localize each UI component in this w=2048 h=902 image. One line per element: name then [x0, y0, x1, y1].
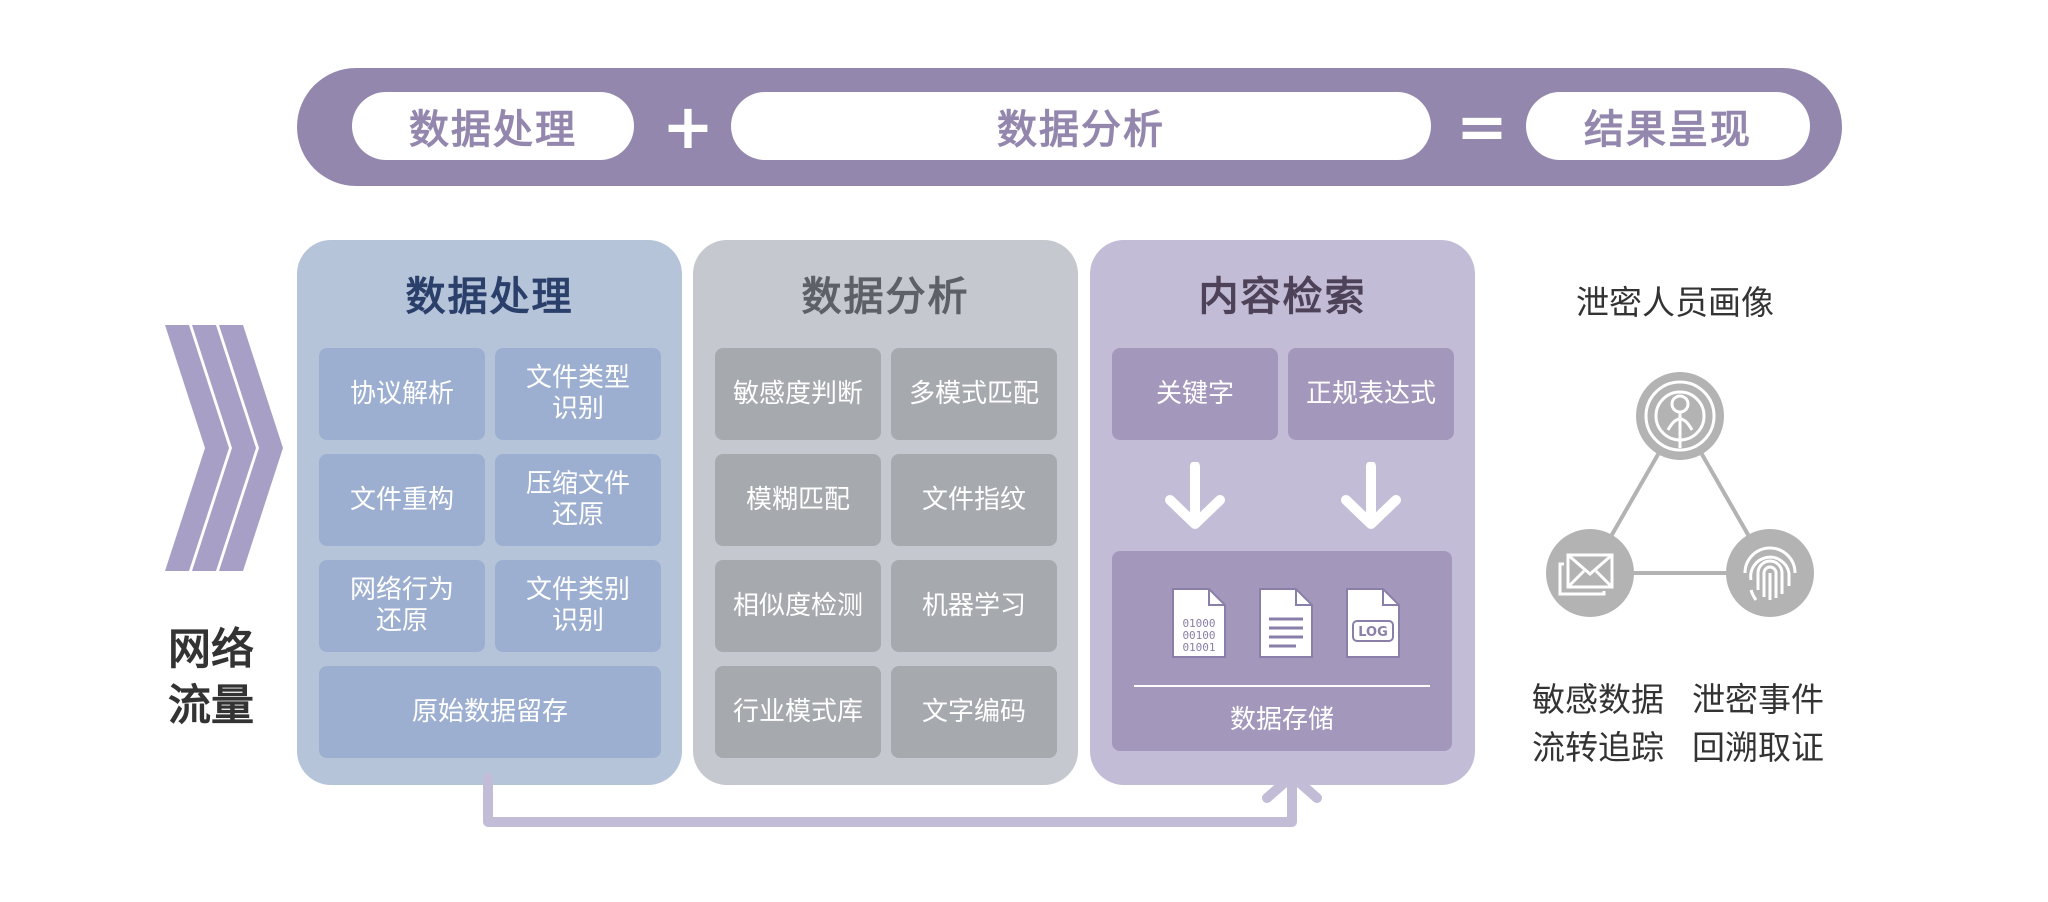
binary-line-2: 00100 — [1182, 629, 1215, 642]
log-text: LOG — [1358, 625, 1388, 640]
sensitive-data-line1: 敏感数据 — [1532, 680, 1664, 719]
data-storage-box: 01000 00100 01001 LOG 数据存储 — [1112, 551, 1452, 751]
log-file-icon: LOG — [1346, 588, 1400, 658]
leaker-portrait-title: 泄密人员画像 — [1576, 283, 1774, 322]
formula-analysis: 数据分析 — [731, 92, 1431, 160]
panel-title-processing: 数据处理 — [405, 274, 574, 320]
portrait-triangle-diagram — [1546, 372, 1814, 617]
email-icon — [1546, 529, 1634, 617]
leak-incident-line2: 回溯取证 — [1692, 728, 1824, 767]
formula-bar: 数据处理 + 数据分析 = 结果呈现 — [297, 68, 1842, 186]
cell-file-fingerprint: 文件指纹 — [891, 454, 1057, 546]
document-file-icon — [1259, 588, 1313, 658]
cell-sensitivity-judgement: 敏感度判断 — [715, 348, 881, 440]
cell-keyword: 关键字 — [1112, 348, 1278, 440]
plus-sign: + — [662, 89, 714, 163]
storage-divider — [1134, 685, 1430, 687]
cell-file-type-recognition: 文件类型识别 — [495, 348, 661, 440]
network-traffic-line2: 流量 — [168, 681, 254, 731]
target-user-icon — [1636, 372, 1724, 460]
panel-data-processing: 数据处理 协议解析 文件类型识别 文件重构 压缩文件还原 网络行为还原 文件类别… — [297, 240, 682, 785]
cell-multi-pattern-matching: 多模式匹配 — [891, 348, 1057, 440]
network-traffic-label: 网络 流量 — [168, 622, 268, 734]
cell-regular-expression: 正规表达式 — [1288, 348, 1454, 440]
cell-network-behavior-restore: 网络行为还原 — [319, 560, 485, 652]
cell-industry-pattern-library: 行业模式库 — [715, 666, 881, 758]
binary-line-3: 01001 — [1182, 641, 1215, 654]
fingerprint-icon — [1726, 529, 1814, 617]
feedback-arrow — [483, 771, 1322, 827]
binary-line-1: 01000 — [1182, 617, 1215, 630]
cell-compressed-file-restore: 压缩文件还原 — [495, 454, 661, 546]
equals-sign: = — [1456, 89, 1508, 163]
binary-file-icon: 01000 00100 01001 — [1172, 588, 1226, 658]
data-storage-label: 数据存储 — [1229, 705, 1334, 735]
cell-file-category-recognition: 文件类别识别 — [495, 560, 661, 652]
leak-incident-forensics-label: 泄密事件 回溯取证 — [1692, 676, 1842, 772]
arrow-down-icon — [1165, 462, 1225, 529]
panel-data-analysis: 数据分析 敏感度判断 多模式匹配 模糊匹配 文件指纹 相似度检测 机器学习 行业… — [693, 240, 1078, 785]
panel-title-analysis: 数据分析 — [801, 274, 970, 320]
cell-protocol-parsing: 协议解析 — [319, 348, 485, 440]
formula-processing: 数据处理 — [352, 92, 634, 160]
cell-text-encoding: 文字编码 — [891, 666, 1057, 758]
panel-title-retrieval: 内容检索 — [1198, 274, 1367, 320]
leak-incident-line1: 泄密事件 — [1692, 680, 1824, 719]
cell-machine-learning: 机器学习 — [891, 560, 1057, 652]
sensitive-data-tracking-label: 敏感数据 流转追踪 — [1532, 676, 1682, 772]
network-traffic-line1: 网络 — [168, 625, 254, 675]
panel-content-retrieval: 内容检索 关键字 正规表达式 01000 00100 01001 — [1090, 240, 1475, 785]
cell-similarity-detection: 相似度检测 — [715, 560, 881, 652]
flow-chevron-icon — [165, 325, 283, 571]
cell-file-reconstruction: 文件重构 — [319, 454, 485, 546]
cell-raw-data-retention: 原始数据留存 — [319, 666, 661, 758]
cell-fuzzy-matching: 模糊匹配 — [715, 454, 881, 546]
sensitive-data-line2: 流转追踪 — [1532, 728, 1664, 767]
arrow-down-icon — [1341, 462, 1401, 529]
formula-result: 结果呈现 — [1526, 92, 1810, 160]
